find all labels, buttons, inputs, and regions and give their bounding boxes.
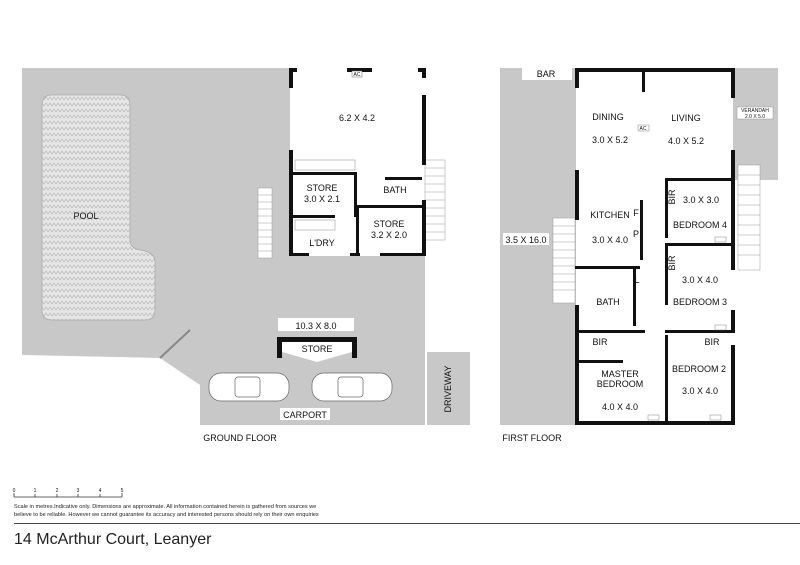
pool	[41, 94, 156, 321]
store2-size: 3.2 X 2.0	[371, 230, 407, 240]
ac-label: AC	[354, 72, 361, 78]
pantry-label: P	[633, 229, 639, 239]
scale-bar: 0 1 2 3 4 5	[13, 488, 124, 498]
master-label-1: MASTER	[601, 369, 639, 379]
ground-floor-caption: GROUND FLOOR	[203, 433, 277, 443]
property-address: 14 McArthur Court, Leanyer	[14, 531, 212, 548]
kitchen-size: 3.0 X 4.0	[592, 235, 628, 245]
car-icon	[208, 372, 393, 402]
store1-size: 3.0 X 2.1	[304, 194, 340, 204]
bath-label: BATH	[596, 297, 619, 307]
deck-size: 3.5 X 16.0	[505, 235, 546, 245]
laundry-label: L'DRY	[309, 238, 335, 248]
bedroom4-bir: BIR	[667, 189, 677, 205]
driveway-area	[427, 352, 470, 425]
bedroom4-size: 3.0 X 3.0	[683, 195, 719, 205]
stairs-deck	[552, 164, 761, 304]
kitchen-label: KITCHEN	[590, 210, 630, 220]
store2-label: STORE	[374, 219, 405, 229]
store1-label: STORE	[307, 183, 338, 193]
carport-size: 10.3 X 8.0	[295, 321, 336, 331]
first-floor-caption: FIRST FLOOR	[502, 433, 562, 443]
carport-label: CARPORT	[283, 410, 327, 420]
fridge-label: F	[633, 208, 639, 218]
bedroom3-size: 3.0 X 4.0	[682, 275, 718, 285]
scale-tick: 3	[77, 488, 80, 494]
kitchenette-bench	[294, 159, 356, 171]
verandah-label: VERANDAH	[741, 108, 769, 114]
ac-label: AC	[640, 126, 647, 132]
pool-ramp	[159, 329, 191, 359]
divider	[14, 523, 800, 524]
scale-tick: 4	[99, 488, 102, 494]
scale-tick: 2	[56, 488, 59, 494]
pool-label: POOL	[73, 211, 98, 221]
dining-size: 3.0 X 5.2	[592, 135, 628, 145]
bedroom4-label: BEDROOM 4	[673, 220, 727, 230]
master-label-2: BEDROOM	[597, 379, 644, 389]
bath-label: BATH	[383, 185, 406, 195]
scale-tick: 0	[13, 488, 16, 494]
disclaimer-line: Scale in metres.Indicative only. Dimensi…	[14, 504, 317, 510]
linen-label: L	[634, 275, 639, 285]
bedroom3-label: BEDROOM 3	[673, 297, 727, 307]
scale-tick: 5	[121, 488, 124, 494]
bedroom2-size: 3.0 X 4.0	[682, 386, 718, 396]
bedroom2-bir: BIR	[704, 337, 720, 347]
first-floor: BAR 3.5 X 16.0 VERANDAH 2.0 X 5.0	[500, 68, 778, 443]
disclaimer-line: believe to be reliable. However we canno…	[14, 512, 319, 518]
carport-store-label: STORE	[302, 344, 333, 354]
laundry-bench	[294, 219, 336, 231]
verandah-size: 2.0 X 5.0	[745, 114, 765, 120]
scale-tick: 1	[34, 488, 37, 494]
master-size: 4.0 X 4.0	[602, 402, 638, 412]
first-building-walls	[575, 68, 735, 425]
bedroom2-label: BEDROOM 2	[672, 364, 726, 374]
bedroom3-bir: BIR	[667, 255, 677, 271]
ac-units	[637, 124, 727, 421]
living-size: 4.0 X 5.2	[668, 136, 704, 146]
living-label: LIVING	[671, 113, 701, 123]
bar-label: BAR	[537, 69, 556, 79]
carport-store	[277, 337, 357, 358]
dining-label: DINING	[592, 112, 624, 122]
ground-floor: POOL DRIVEWAY AC 6.2 X 4.2	[22, 68, 470, 443]
driveway-label: DRIVEWAY	[443, 365, 453, 412]
stairs-left	[257, 187, 273, 259]
disclaimer: Scale in metres.Indicative only. Dimensi…	[14, 503, 474, 519]
master-bir: BIR	[592, 337, 608, 347]
verandah-area	[733, 68, 778, 180]
main-room-size: 6.2 X 4.2	[339, 113, 375, 123]
ground-building-walls	[289, 68, 426, 256]
stairs-right	[424, 159, 446, 241]
